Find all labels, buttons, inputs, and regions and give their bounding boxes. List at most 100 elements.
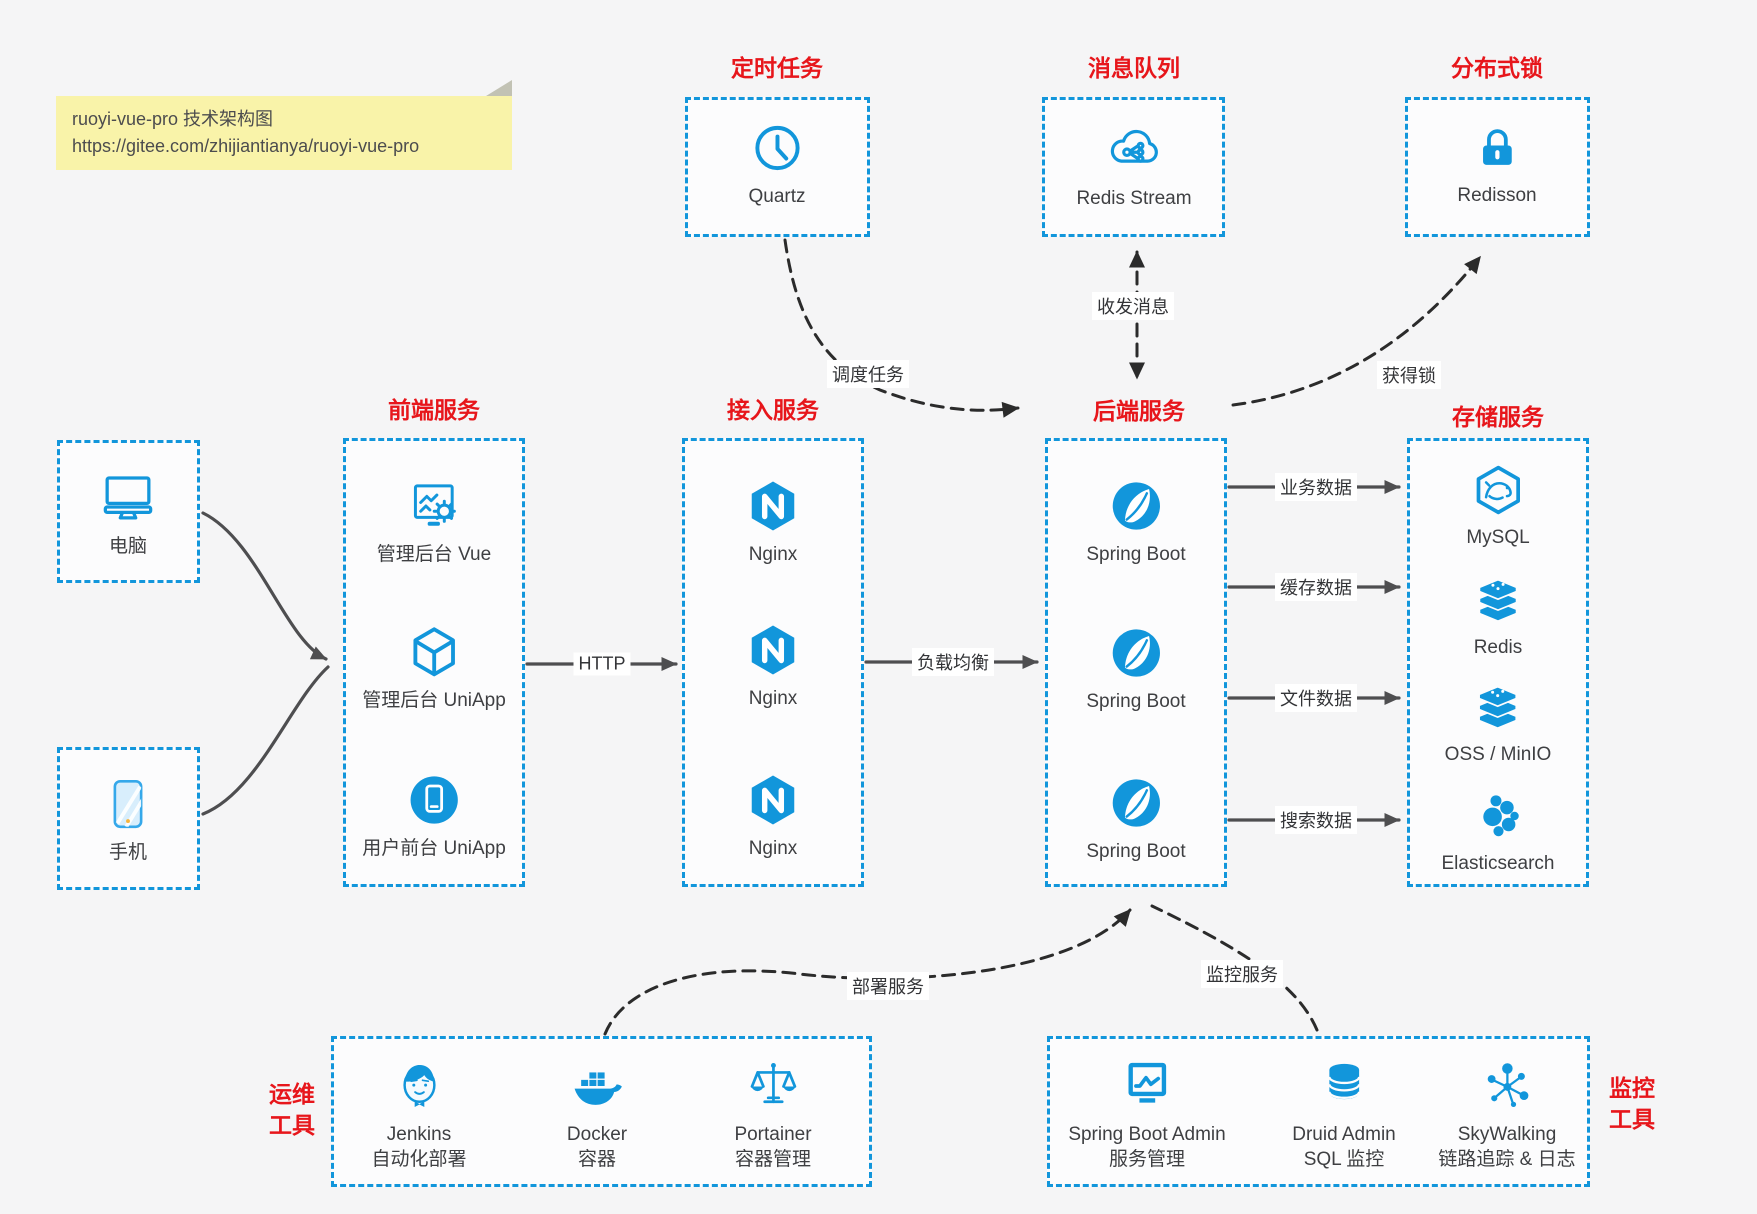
elasticsearch-label: Elasticsearch [1441, 853, 1555, 874]
monitoring-title: 监控 工具 [1609, 1075, 1655, 1132]
portainer-node: Portainer 容器管理 [734, 1058, 812, 1172]
nginx-icon [745, 478, 801, 534]
mysql-label: MySQL [1466, 527, 1530, 548]
spring-boot-label-1: Spring Boot [1086, 544, 1186, 565]
edge-label-monitor: 监控服务 [1201, 960, 1283, 988]
redisson-label: Redisson [1457, 185, 1537, 206]
user-uniapp-label: 用户前台 UniApp [362, 838, 506, 859]
nginx-icon [745, 622, 801, 678]
admin-uniapp-label: 管理后台 UniApp [362, 690, 506, 711]
redisson-node: Redisson [1457, 121, 1537, 208]
jenkins-sublabel: 自动化部署 [371, 1149, 467, 1170]
edge-label-deploy: 部署服务 [847, 972, 929, 1000]
sticky-note-fold [486, 80, 512, 96]
docker-node: Docker 容器 [567, 1058, 627, 1172]
scheduler-title: 定时任务 [731, 55, 823, 81]
mysql-node: MySQL [1466, 463, 1530, 550]
edge-label-messaging: 收发消息 [1092, 292, 1174, 320]
nginx-label-3: Nginx [748, 838, 798, 859]
nginx-label-1: Nginx [748, 544, 798, 565]
admin-vue-label: 管理后台 Vue [376, 544, 492, 565]
smartphone-icon [100, 776, 156, 832]
jenkins-icon [402, 1063, 436, 1109]
nginx-node-2: Nginx [745, 622, 801, 711]
oss-minio-label: OSS / MinIO [1444, 744, 1552, 765]
spring-boot-node-2: Spring Boot [1086, 625, 1186, 714]
edge-pc-frontend [201, 511, 328, 661]
storage-stack-icon [1478, 685, 1518, 729]
druid-label: Druid Admin [1292, 1124, 1396, 1145]
jenkins-label: Jenkins [386, 1124, 452, 1145]
clock-icon [754, 125, 800, 171]
nginx-node-3: Nginx [745, 772, 801, 861]
spring-boot-icon [1111, 628, 1161, 678]
spring-boot-icon [1111, 481, 1161, 531]
redis-label: Redis [1473, 637, 1523, 658]
nginx-icon [745, 772, 801, 828]
quartz-node: Quartz [748, 120, 806, 209]
spring-boot-admin-label: Spring Boot Admin [1068, 1124, 1226, 1145]
admin-vue-icon [414, 484, 457, 528]
mq-box [1042, 97, 1225, 237]
spring-boot-admin-sublabel: 服务管理 [1108, 1149, 1185, 1170]
spring-boot-admin-node: Spring Boot Admin 服务管理 [1068, 1058, 1226, 1172]
monitoring-box [1047, 1036, 1590, 1187]
spring-boot-node-1: Spring Boot [1086, 478, 1186, 567]
note-url: https://gitee.com/zhijiantianya/ruoyi-vu… [72, 136, 420, 156]
dlock-title: 分布式锁 [1451, 55, 1543, 81]
skywalking-icon [1486, 1062, 1530, 1109]
admin-vue-node: 管理后台 Vue [377, 478, 491, 567]
docker-label: Docker [566, 1124, 628, 1145]
edge-label-search-data: 搜索数据 [1275, 806, 1357, 834]
skywalking-label: SkyWalking [1457, 1124, 1557, 1145]
edge-label-acquire-lock: 获得锁 [1377, 361, 1441, 389]
spring-boot-icon [1111, 778, 1161, 828]
portainer-label: Portainer [734, 1124, 812, 1145]
ops-box [331, 1036, 872, 1187]
portainer-icon [749, 1061, 797, 1104]
elasticsearch-icon [1482, 795, 1519, 837]
cloud-share-icon [1110, 129, 1158, 163]
mysql-icon [1476, 465, 1520, 515]
edge-label-http: HTTP [573, 652, 631, 676]
pc-node: 电脑 [99, 468, 157, 559]
quartz-label: Quartz [748, 186, 806, 207]
lock-icon [1480, 129, 1514, 167]
mobile-app-icon [408, 774, 460, 826]
nginx-node-1: Nginx [745, 478, 801, 567]
druid-icon [1327, 1062, 1361, 1101]
sticky-note: ruoyi-vue-pro 技术架构图 https://gitee.com/zh… [56, 80, 512, 170]
elasticsearch-node: Elasticsearch [1442, 789, 1555, 876]
skywalking-node: SkyWalking 链路追踪 & 日志 [1438, 1058, 1576, 1172]
edge-mobile-frontend [201, 665, 330, 816]
docker-sublabel: 容器 [577, 1149, 616, 1170]
pc-label: 电脑 [108, 536, 147, 557]
portainer-sublabel: 容器管理 [734, 1149, 812, 1170]
edge-acquire-lock [1231, 255, 1482, 407]
skywalking-sublabel: 链路追踪 & 日志 [1438, 1149, 1576, 1170]
edge-label-load-balance: 负载均衡 [912, 648, 994, 676]
access-title: 接入服务 [727, 397, 819, 423]
edge-label-schedule-task: 调度任务 [827, 360, 909, 388]
mobile-label: 手机 [108, 842, 147, 863]
spring-boot-label-2: Spring Boot [1086, 691, 1186, 712]
docker-icon [574, 1072, 622, 1105]
edge-label-file-data: 文件数据 [1275, 684, 1357, 712]
note-title: ruoyi-vue-pro 技术架构图 [72, 109, 274, 129]
mobile-node: 手机 [100, 776, 156, 865]
cube-icon [413, 627, 455, 677]
druid-node: Druid Admin SQL 监控 [1292, 1058, 1396, 1172]
frontend-title: 前端服务 [388, 397, 480, 423]
redis-stream-label: Redis Stream [1076, 188, 1192, 209]
redis-stream-node: Redis Stream [1076, 118, 1192, 211]
mq-title: 消息队列 [1088, 55, 1180, 81]
druid-sublabel: SQL 监控 [1303, 1149, 1385, 1170]
dlock-box [1405, 97, 1590, 237]
jenkins-node: Jenkins 自动化部署 [371, 1058, 467, 1172]
spring-boot-label-3: Spring Boot [1086, 841, 1186, 862]
user-uniapp-node: 用户前台 UniApp [362, 772, 506, 861]
edge-label-business-data: 业务数据 [1275, 473, 1357, 501]
desktop-icon [103, 476, 153, 520]
spring-boot-node-3: Spring Boot [1086, 775, 1186, 864]
